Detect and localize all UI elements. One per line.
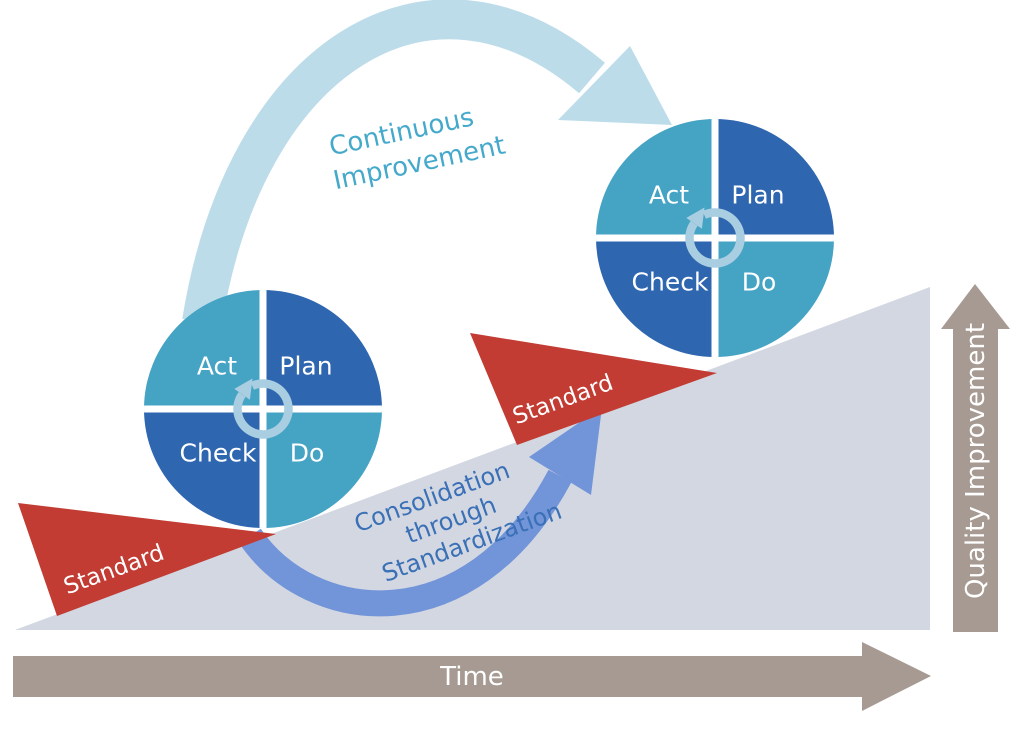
quality-arrow-shaft bbox=[953, 328, 998, 632]
cycle1-act-label: Act bbox=[197, 352, 237, 381]
cycle2-horizontal-divider bbox=[596, 234, 834, 242]
quality-axis-arrow: Quality Improvement bbox=[941, 284, 1010, 632]
cycle1-do-label: Do bbox=[290, 439, 325, 468]
time-axis-label: Time bbox=[439, 662, 504, 692]
standard-wedge-1 bbox=[18, 503, 276, 616]
consolidation-arrowhead bbox=[529, 407, 602, 495]
consolidation-arrow bbox=[239, 469, 572, 617]
continuous-improvement-arrow bbox=[182, 0, 605, 326]
cycle2-do-label: Do bbox=[742, 268, 777, 297]
cycle2-check-label: Check bbox=[632, 268, 709, 297]
pdca-cycle-2: Act Plan Check Do bbox=[596, 119, 834, 357]
time-arrowhead bbox=[862, 642, 931, 711]
continuous-improvement-label: Continuous Improvement bbox=[327, 102, 508, 196]
pdca-cycle-1: Act Plan Check Do bbox=[144, 290, 382, 528]
time-arrow-shaft bbox=[13, 656, 862, 697]
quality-axis-label: Quality Improvement bbox=[961, 323, 991, 599]
cycle1-check-label: Check bbox=[180, 439, 257, 468]
cycle2-plan-label: Plan bbox=[731, 181, 784, 210]
cycle1-horizontal-divider bbox=[144, 405, 382, 413]
standard-wedge-2 bbox=[470, 333, 717, 445]
time-axis-arrow: Time bbox=[13, 642, 931, 711]
quality-arrowhead bbox=[941, 284, 1010, 329]
continuous-improvement-arrowhead bbox=[558, 46, 672, 125]
cycle1-plan-label: Plan bbox=[279, 352, 332, 381]
cycle2-act-label: Act bbox=[649, 181, 689, 210]
